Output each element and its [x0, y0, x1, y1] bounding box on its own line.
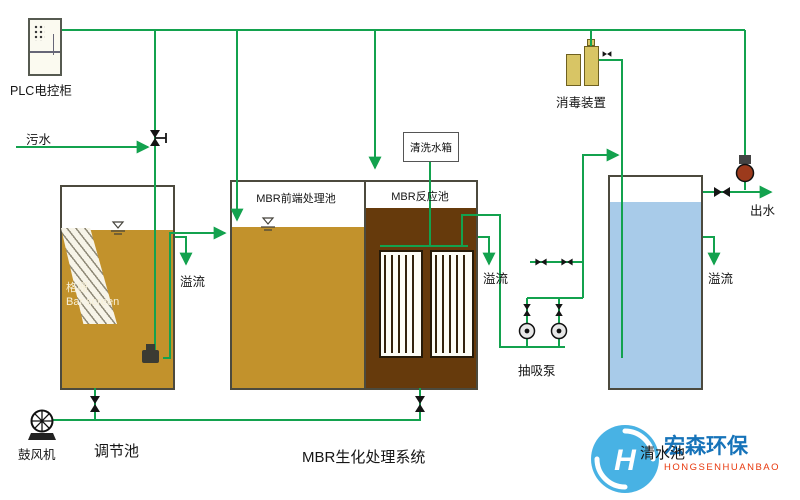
- logo-mark-icon: H: [591, 425, 659, 493]
- mbr-reactor-label: MBR反应池: [391, 191, 449, 203]
- mbr-front-label: MBR前端处理池: [256, 193, 336, 205]
- overflow-label-3: 溢流: [708, 272, 734, 286]
- mbr-front-liquid: [232, 227, 364, 388]
- bar-screen-label: 格栅 Bar screen: [66, 282, 120, 308]
- valve-icon: [561, 258, 573, 266]
- logo-english-name: HONGSENHUANBAO: [664, 462, 781, 473]
- logo-monogram: H: [614, 444, 637, 477]
- valve-icon: [415, 396, 425, 412]
- company-logo: H 宏森环保 HONGSENHUANBAO: [588, 420, 793, 496]
- valve-icon: [714, 187, 730, 197]
- plc-label: PLC电控柜: [10, 84, 72, 98]
- logo-chinese-name: 宏森环保: [664, 435, 748, 458]
- disinfection-vessel-icon: [566, 54, 581, 86]
- plc-indicator-lights: [34, 25, 45, 41]
- overflow-pipe-3: [703, 236, 721, 266]
- pump-manifold-pipe: [526, 297, 583, 347]
- valve-stem: [155, 133, 167, 143]
- mbr-system-label: MBR生化处理系统: [302, 449, 426, 466]
- overflow-label-1: 溢流: [180, 275, 206, 289]
- suction-pump-icon: [518, 322, 568, 340]
- outlet-label: 出水: [750, 204, 776, 218]
- suction-pump-label: 抽吸泵: [518, 364, 556, 378]
- plc-door-handle: [52, 33, 54, 56]
- inlet-label: 污水: [26, 133, 52, 147]
- valve-icon: [555, 304, 563, 316]
- valve-icon: [150, 130, 160, 146]
- mbr-tank: [230, 180, 478, 390]
- membrane-module-icon: [379, 250, 423, 358]
- valve-icon: [535, 258, 547, 266]
- blower-icon: [28, 409, 56, 440]
- cleaning-water-tank-label: 清洗水箱: [410, 141, 452, 154]
- overflow-label-2: 溢流: [483, 272, 509, 286]
- outlet-pump-icon: [735, 155, 755, 183]
- aeration-pipe: [52, 388, 421, 421]
- disinfection-label: 消毒装置: [556, 96, 607, 110]
- clean-water: [610, 202, 701, 388]
- plc-cabinet-icon: [28, 18, 62, 76]
- cleaning-water-tank: 清洗水箱: [403, 132, 459, 162]
- mbr-reactor-section: [364, 182, 476, 388]
- disinfection-vessel-cap: [587, 39, 595, 46]
- valve-icon: [523, 304, 531, 316]
- blower-label: 鼓风机: [18, 448, 56, 462]
- disinfection-vessel-icon: [584, 46, 599, 86]
- clean-water-tank: [608, 175, 703, 390]
- membrane-module-icon: [430, 250, 474, 358]
- overflow-pipe-1: [175, 236, 193, 266]
- regulation-tank-label: 调节池: [94, 443, 140, 460]
- regulation-tank: 格栅 Bar screen: [60, 185, 175, 390]
- overflow-pipe-2: [478, 236, 496, 266]
- plc-panel-divider: [30, 51, 60, 53]
- valve-icon: [90, 396, 100, 412]
- clean-water-tank-label: 清水池: [640, 445, 686, 462]
- valve-icon: [602, 51, 612, 57]
- mbr-front-section: [232, 182, 364, 388]
